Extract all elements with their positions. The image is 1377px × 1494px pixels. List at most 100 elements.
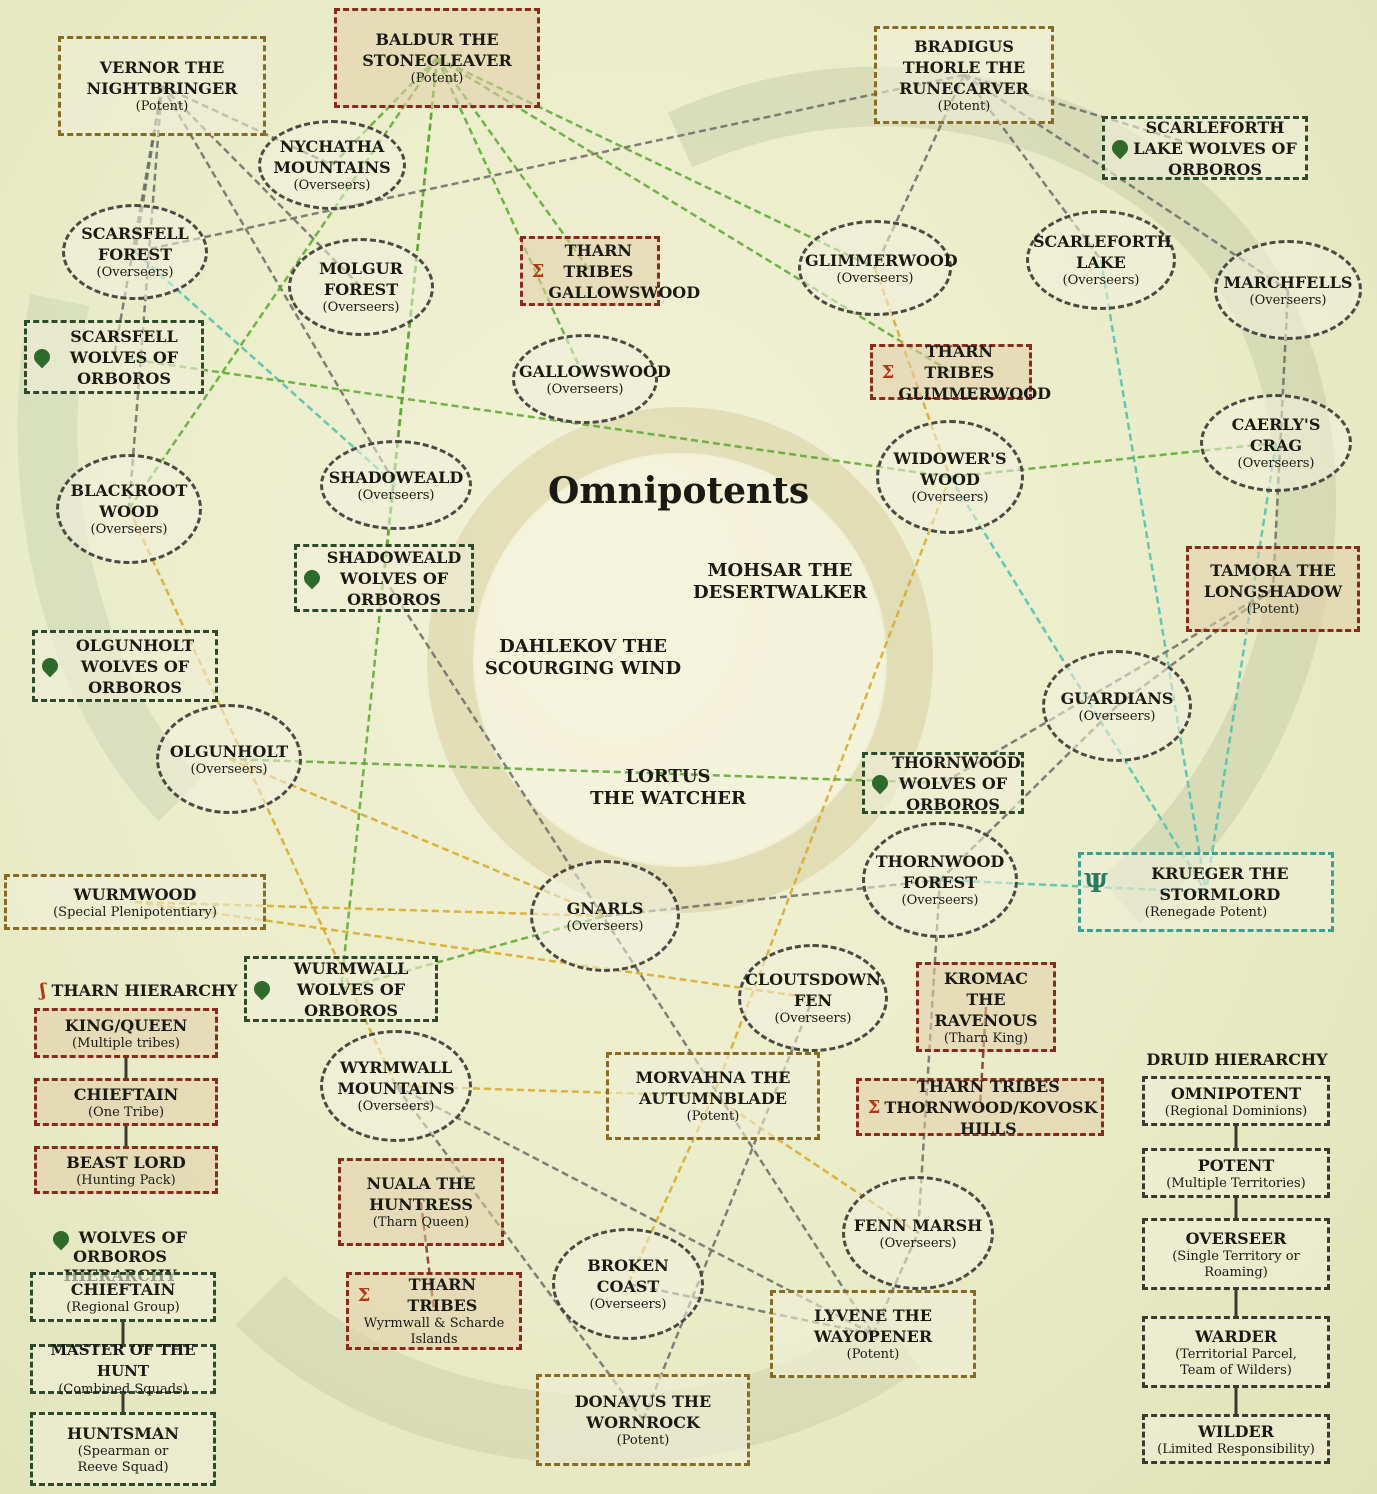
wolves-level-master: MASTER OF THE HUNT(Combined Squads) (30, 1341, 216, 1397)
node-name: LYVENE THE WAYOPENER (813, 1306, 933, 1346)
node-name: VERNOR THE NIGHTBRINGER (86, 58, 238, 98)
node-molgur: MOLGUR FOREST(Overseers) (288, 238, 434, 336)
node-name: MOLGUR FOREST (319, 259, 403, 299)
node-thornwood-forest: THORNWOOD FOREST(Overseers) (862, 822, 1018, 938)
node-lyvene: LYVENE THE WAYOPENER(Potent) (770, 1290, 976, 1378)
connection-scarsfell-forest-shadoweald (134, 251, 397, 486)
node-name: BALDUR THE STONECLEAVER (362, 30, 512, 70)
connection-wyrmwall-lyvene (395, 1084, 874, 1336)
node-scarsfell-forest: SCARSFELL FOREST(Overseers) (62, 204, 208, 300)
node-name: SHADOWEALD WOLVES OF ORBOROS (300, 547, 464, 610)
node-name: BLACKROOT WOOD (70, 481, 188, 521)
node-role: (Overseers) (774, 1011, 852, 1026)
node-role: (Overseers) (357, 487, 435, 503)
node-gallowswood: GALLOWSWOOD(Overseers) (512, 334, 671, 424)
connection-baldur-tharn-glimmerwood (436, 56, 952, 374)
tharn-swirl-icon: ʃ (40, 980, 46, 1001)
node-name: BROKEN COAST (587, 1256, 669, 1296)
connection-vernor-shadoweald (160, 85, 398, 486)
node-shadoweald-wolves: SHADOWEALD WOLVES OF ORBOROS (294, 544, 474, 612)
node-olgunholt-wolves: OLGUNHOLT WOLVES OF ORBOROS (32, 630, 218, 702)
node-role: (Potent) (616, 1433, 670, 1448)
node-name: GLIMMERWOOD (805, 250, 958, 270)
connection-donavus-wyrmwall (394, 1085, 645, 1421)
druid-level-wilder: WILDER(Limited Responsibility) (1142, 1414, 1330, 1464)
wolves-level-chieftain: CHIEFTAIN(Regional Group) (30, 1272, 216, 1322)
node-role: (Overseers) (911, 490, 989, 505)
node-role: (Potent) (135, 99, 189, 114)
node-glimmerwood: GLIMMERWOOD(Overseers) (798, 220, 958, 316)
node-wurmwall-wolves: WURMWALL WOLVES OF ORBOROS (244, 956, 438, 1022)
node-name: OLGUNHOLT (169, 741, 289, 761)
node-role: (Overseers) (901, 893, 979, 908)
node-scarsfell-wolves: SCARSFELL WOLVES OF ORBOROS (24, 320, 204, 394)
node-role: Wyrmwall & Scharde Islands (363, 1316, 505, 1347)
connection-shadoweald-wolves-lyvene (382, 577, 875, 1335)
node-role: (Tharn Queen) (372, 1215, 470, 1230)
tharn-swirl-icon: ʃ (357, 1284, 371, 1306)
node-name: CLOUTSDOWN FEN (745, 970, 881, 1010)
druid-level-potent: POTENT(Multiple Territories) (1142, 1148, 1330, 1198)
node-role: (Tharn King) (943, 1030, 1029, 1046)
node-role: (Potent) (410, 71, 464, 86)
node-role: (Overseers) (1078, 708, 1156, 724)
node-morvahna: MORVAHNA THE AUTUMNBLADE(Potent) (606, 1052, 820, 1140)
node-role: (Overseers) (357, 1099, 435, 1114)
node-role: (Overseers) (1062, 273, 1140, 288)
node-role: (Overseers) (90, 522, 168, 537)
node-role: (Potent) (937, 98, 991, 114)
node-name: WURMWOOD (73, 884, 197, 904)
node-name: DONAVUS THE WORNROCK (574, 1392, 712, 1432)
node-name: FENN MARSH (853, 1215, 983, 1235)
node-name: THORNWOOD FOREST (875, 852, 1005, 892)
connection-lyvene-broken (627, 1282, 874, 1336)
connection-baldur-gallowswood (435, 57, 587, 380)
connection-olgunholt-thornwood-wolves (228, 757, 944, 785)
node-baldur: BALDUR THE STONECLEAVER(Potent) (334, 8, 540, 108)
wolves-level-huntsman: HUNTSMAN(Spearman or Reeve Squad) (30, 1412, 216, 1486)
druid-hierarchy-title: DRUID HIERARCHY (1146, 1050, 1328, 1069)
node-role: (Special Plenipotentiary) (53, 904, 217, 920)
node-wurmwood: WURMWOOD(Special Plenipotentiary) (4, 874, 266, 930)
druid-level-overseer: OVERSEER(Single Territory or Roaming) (1142, 1218, 1330, 1290)
node-role: (Overseers) (322, 300, 400, 315)
node-donavus: DONAVUS THE WORNROCK(Potent) (536, 1374, 750, 1466)
tharn-swirl-icon: ʃ (867, 1096, 881, 1118)
connection-morvahna-fenn (712, 1094, 919, 1235)
node-role: (Overseers) (293, 178, 371, 193)
connection-scarleforth-lake-krueger (1099, 259, 1208, 893)
node-name: GUARDIANS (1060, 688, 1174, 708)
node-name: SCARSFELL FOREST (81, 224, 189, 264)
druid-level-warder: WARDER(Territorial Parcel, Team of Wilde… (1142, 1316, 1330, 1388)
node-role: (Overseers) (589, 1297, 667, 1312)
node-role: (Renegade Potent) (1144, 905, 1268, 920)
node-name: TAMORA THE LONGSHADOW (1203, 561, 1343, 601)
tharn-level-beast-lord: BEAST LORD(Hunting Pack) (34, 1146, 218, 1194)
druid-level-omnipotent: OMNIPOTENT(Regional Dominions) (1142, 1076, 1330, 1126)
node-role: (Overseers) (566, 918, 644, 934)
node-role: (Potent) (846, 1347, 900, 1362)
node-name: WYRMWALL MOUNTAINS (337, 1058, 455, 1098)
trident-icon: Ψ (1084, 868, 1108, 899)
node-bradigus: BRADIGUS THORLE THE RUNECARVER(Potent) (874, 26, 1054, 124)
node-role: (Overseers) (546, 381, 624, 397)
node-scarleforth-wolves: SCARLEFORTH LAKE WOLVES OF ORBOROS (1102, 116, 1308, 180)
node-gnarls: GNARLS(Overseers) (530, 860, 680, 972)
node-name: SHADOWEALD (328, 467, 464, 487)
tharn-swirl-icon: ʃ (881, 361, 895, 383)
node-nuala: NUALA THE HUNTRESS(Tharn Queen) (338, 1158, 504, 1246)
node-broken: BROKEN COAST(Overseers) (552, 1228, 704, 1340)
node-name: NYCHATHA MOUNTAINS (273, 137, 391, 177)
node-role: (Overseers) (1237, 456, 1315, 471)
node-name: SCARLEFORTH LAKE (1033, 232, 1172, 272)
center-title: Omnipotents (548, 470, 810, 512)
